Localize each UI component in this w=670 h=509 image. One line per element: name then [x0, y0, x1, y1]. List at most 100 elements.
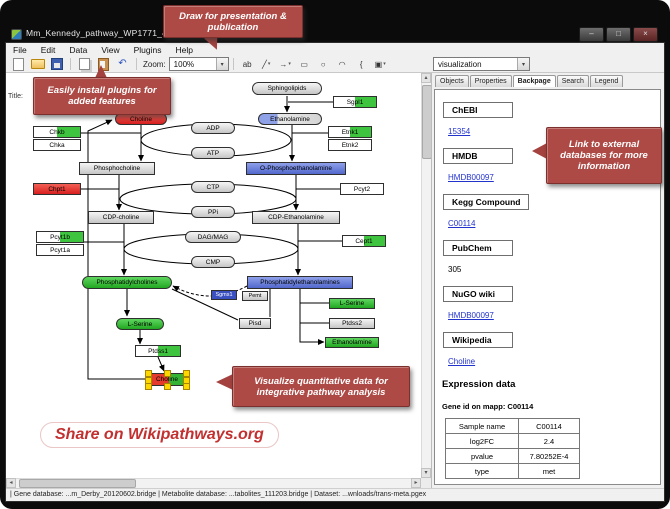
undo-icon: ↶: [118, 58, 127, 69]
menu-file[interactable]: File: [13, 44, 27, 55]
database-link[interactable]: 15354: [448, 127, 471, 136]
pathway-edge[interactable]: [171, 288, 239, 321]
pathway-node-sgms1[interactable]: Sgms1: [211, 290, 237, 300]
arrow-tool[interactable]: →▾: [276, 56, 295, 73]
tab-search[interactable]: Search: [556, 75, 589, 87]
database-link[interactable]: C00114: [448, 219, 476, 228]
database-link[interactable]: Choline: [448, 357, 476, 366]
scroll-up-icon[interactable]: ▴: [421, 73, 431, 83]
toolbar-draw-tools: ab╱▾→▾▭○ ◠ {▣▾: [238, 56, 390, 73]
pathway-edge[interactable]: [157, 356, 165, 372]
open-button[interactable]: [28, 56, 47, 73]
pathway-node-pcyt2[interactable]: Pcyt2: [340, 183, 384, 195]
database-header: NuGO wiki: [443, 286, 513, 302]
menu-edit[interactable]: Edit: [40, 44, 56, 55]
pathway-node-pcyt1b[interactable]: Pcyt1b: [36, 231, 84, 243]
pathway-node-ptdss2[interactable]: Ptdss2: [329, 318, 375, 329]
pathway-node-l-serine[interactable]: L-Serine: [329, 298, 375, 309]
pathway-node-l-serine[interactable]: L-Serine: [116, 318, 164, 330]
visualization-combobox[interactable]: visualization ▾: [433, 57, 530, 71]
database-link[interactable]: HMDB00097: [448, 173, 494, 182]
horizontal-scrollbar-thumb[interactable]: [19, 479, 136, 488]
pathway-node-etnk2[interactable]: Etnk2: [328, 139, 372, 151]
pathway-node-pcyt1a[interactable]: Pcyt1a: [36, 244, 84, 256]
menu-view[interactable]: View: [101, 44, 120, 55]
menu-plugins[interactable]: Plugins: [133, 44, 162, 55]
pathway-edge[interactable]: [172, 285, 248, 297]
pathway-node-ethanolamine[interactable]: Ethanolamine: [258, 113, 322, 125]
pathway-node-o-phosphoethanolamine[interactable]: O-Phosphoethanolamine: [246, 162, 346, 175]
pathway-node-phosphocholine[interactable]: Phosphocholine: [79, 162, 155, 175]
selection-handle[interactable]: [164, 383, 171, 390]
selection-handle[interactable]: [145, 383, 152, 390]
horizontal-scrollbar[interactable]: ◂ ▸: [6, 478, 421, 488]
pathway-node-ptdss1[interactable]: Ptdss1: [135, 345, 181, 357]
selection-handle[interactable]: [164, 370, 171, 377]
tab-properties[interactable]: Properties: [469, 75, 512, 87]
vertical-scrollbar[interactable]: ▴ ▾: [421, 73, 432, 478]
brace-tool[interactable]: {: [352, 56, 371, 73]
pathway-node-cdp-ethanolamine[interactable]: CDP-Ethanolamine: [252, 211, 340, 224]
pathway-node-ctp[interactable]: CTP: [191, 181, 235, 193]
pathway-node-adp[interactable]: ADP: [191, 122, 235, 134]
pathway-node-pemt[interactable]: Pemt: [242, 291, 268, 301]
tab-backpage[interactable]: Backpage: [512, 75, 556, 87]
new-button[interactable]: [9, 56, 28, 73]
pathway-node-dag-mag[interactable]: DAG/MAG: [185, 231, 241, 243]
pathway-edge[interactable]: [299, 289, 325, 345]
pathway-node-ppi[interactable]: PPi: [191, 206, 235, 218]
close-button[interactable]: ×: [633, 27, 658, 42]
pathway-node-cept1[interactable]: Cept1: [342, 235, 386, 247]
pathway-node-sgpl1[interactable]: Sgpl1: [333, 96, 377, 108]
database-value: 305: [448, 265, 462, 274]
menu-data[interactable]: Data: [69, 44, 88, 55]
oval-tool[interactable]: ○: [314, 56, 333, 73]
pathway-node-chka[interactable]: Chka: [33, 139, 81, 151]
arc-tool-icon: ◠: [338, 59, 346, 69]
pathway-node-cdp-choline[interactable]: CDP-choline: [88, 211, 154, 224]
copy-button[interactable]: [75, 56, 94, 73]
pathway-node-phosphatidylcholines[interactable]: Phosphatidylcholines: [82, 276, 172, 289]
label-tool[interactable]: ab: [238, 56, 257, 73]
tab-legend[interactable]: Legend: [589, 75, 624, 87]
database-link[interactable]: HMDB00097: [448, 311, 494, 320]
rect-tool[interactable]: ▭: [295, 56, 314, 73]
scroll-left-icon[interactable]: ◂: [6, 478, 16, 488]
pathway-node-atp[interactable]: ATP: [191, 147, 235, 159]
table-cell: C00114: [518, 418, 580, 434]
template-tool[interactable]: ▣▾: [371, 56, 390, 73]
zoom-value: 100%: [173, 59, 195, 69]
pathway-node-phosphatidylethanolamines[interactable]: Phosphatidylethanolamines: [247, 276, 353, 289]
pathway-edge[interactable]: [87, 119, 148, 380]
minimize-button[interactable]: –: [579, 27, 604, 42]
menu-help[interactable]: Help: [175, 44, 193, 55]
pathway-title-label: Title:: [8, 93, 23, 100]
pathway-node-cmp[interactable]: CMP: [191, 256, 235, 268]
pathway-node-ethanolamine[interactable]: Ethanolamine: [325, 337, 379, 348]
tab-objects[interactable]: Objects: [435, 75, 469, 87]
table-cell: met: [518, 463, 580, 479]
undo-button[interactable]: ↶: [113, 56, 132, 73]
pathway-node-etnk1[interactable]: Etnk1: [328, 126, 372, 138]
pathway-node-chkb[interactable]: Chkb: [33, 126, 81, 138]
zoom-combobox[interactable]: 100% ▾: [168, 57, 229, 71]
scroll-down-icon[interactable]: ▾: [421, 468, 431, 478]
pathway-node-pisd[interactable]: Pisd: [239, 318, 271, 329]
line-tool[interactable]: ╱▾: [257, 56, 276, 73]
pathway-edges-layer: [81, 96, 342, 380]
save-button[interactable]: [47, 56, 66, 73]
scroll-right-icon[interactable]: ▸: [411, 478, 421, 488]
template-tool-icon: ▣: [374, 59, 383, 69]
selection-handle[interactable]: [183, 383, 190, 390]
pathway-node-chpt1[interactable]: Chpt1: [33, 183, 81, 195]
maximize-button[interactable]: □: [606, 27, 631, 42]
arc-tool[interactable]: ◠: [333, 56, 352, 73]
visualization-dropdown-icon[interactable]: ▾: [517, 58, 529, 70]
pathway-node-sphingolipids[interactable]: Sphingolipids: [252, 82, 322, 95]
zoom-dropdown-icon[interactable]: ▾: [215, 58, 228, 70]
